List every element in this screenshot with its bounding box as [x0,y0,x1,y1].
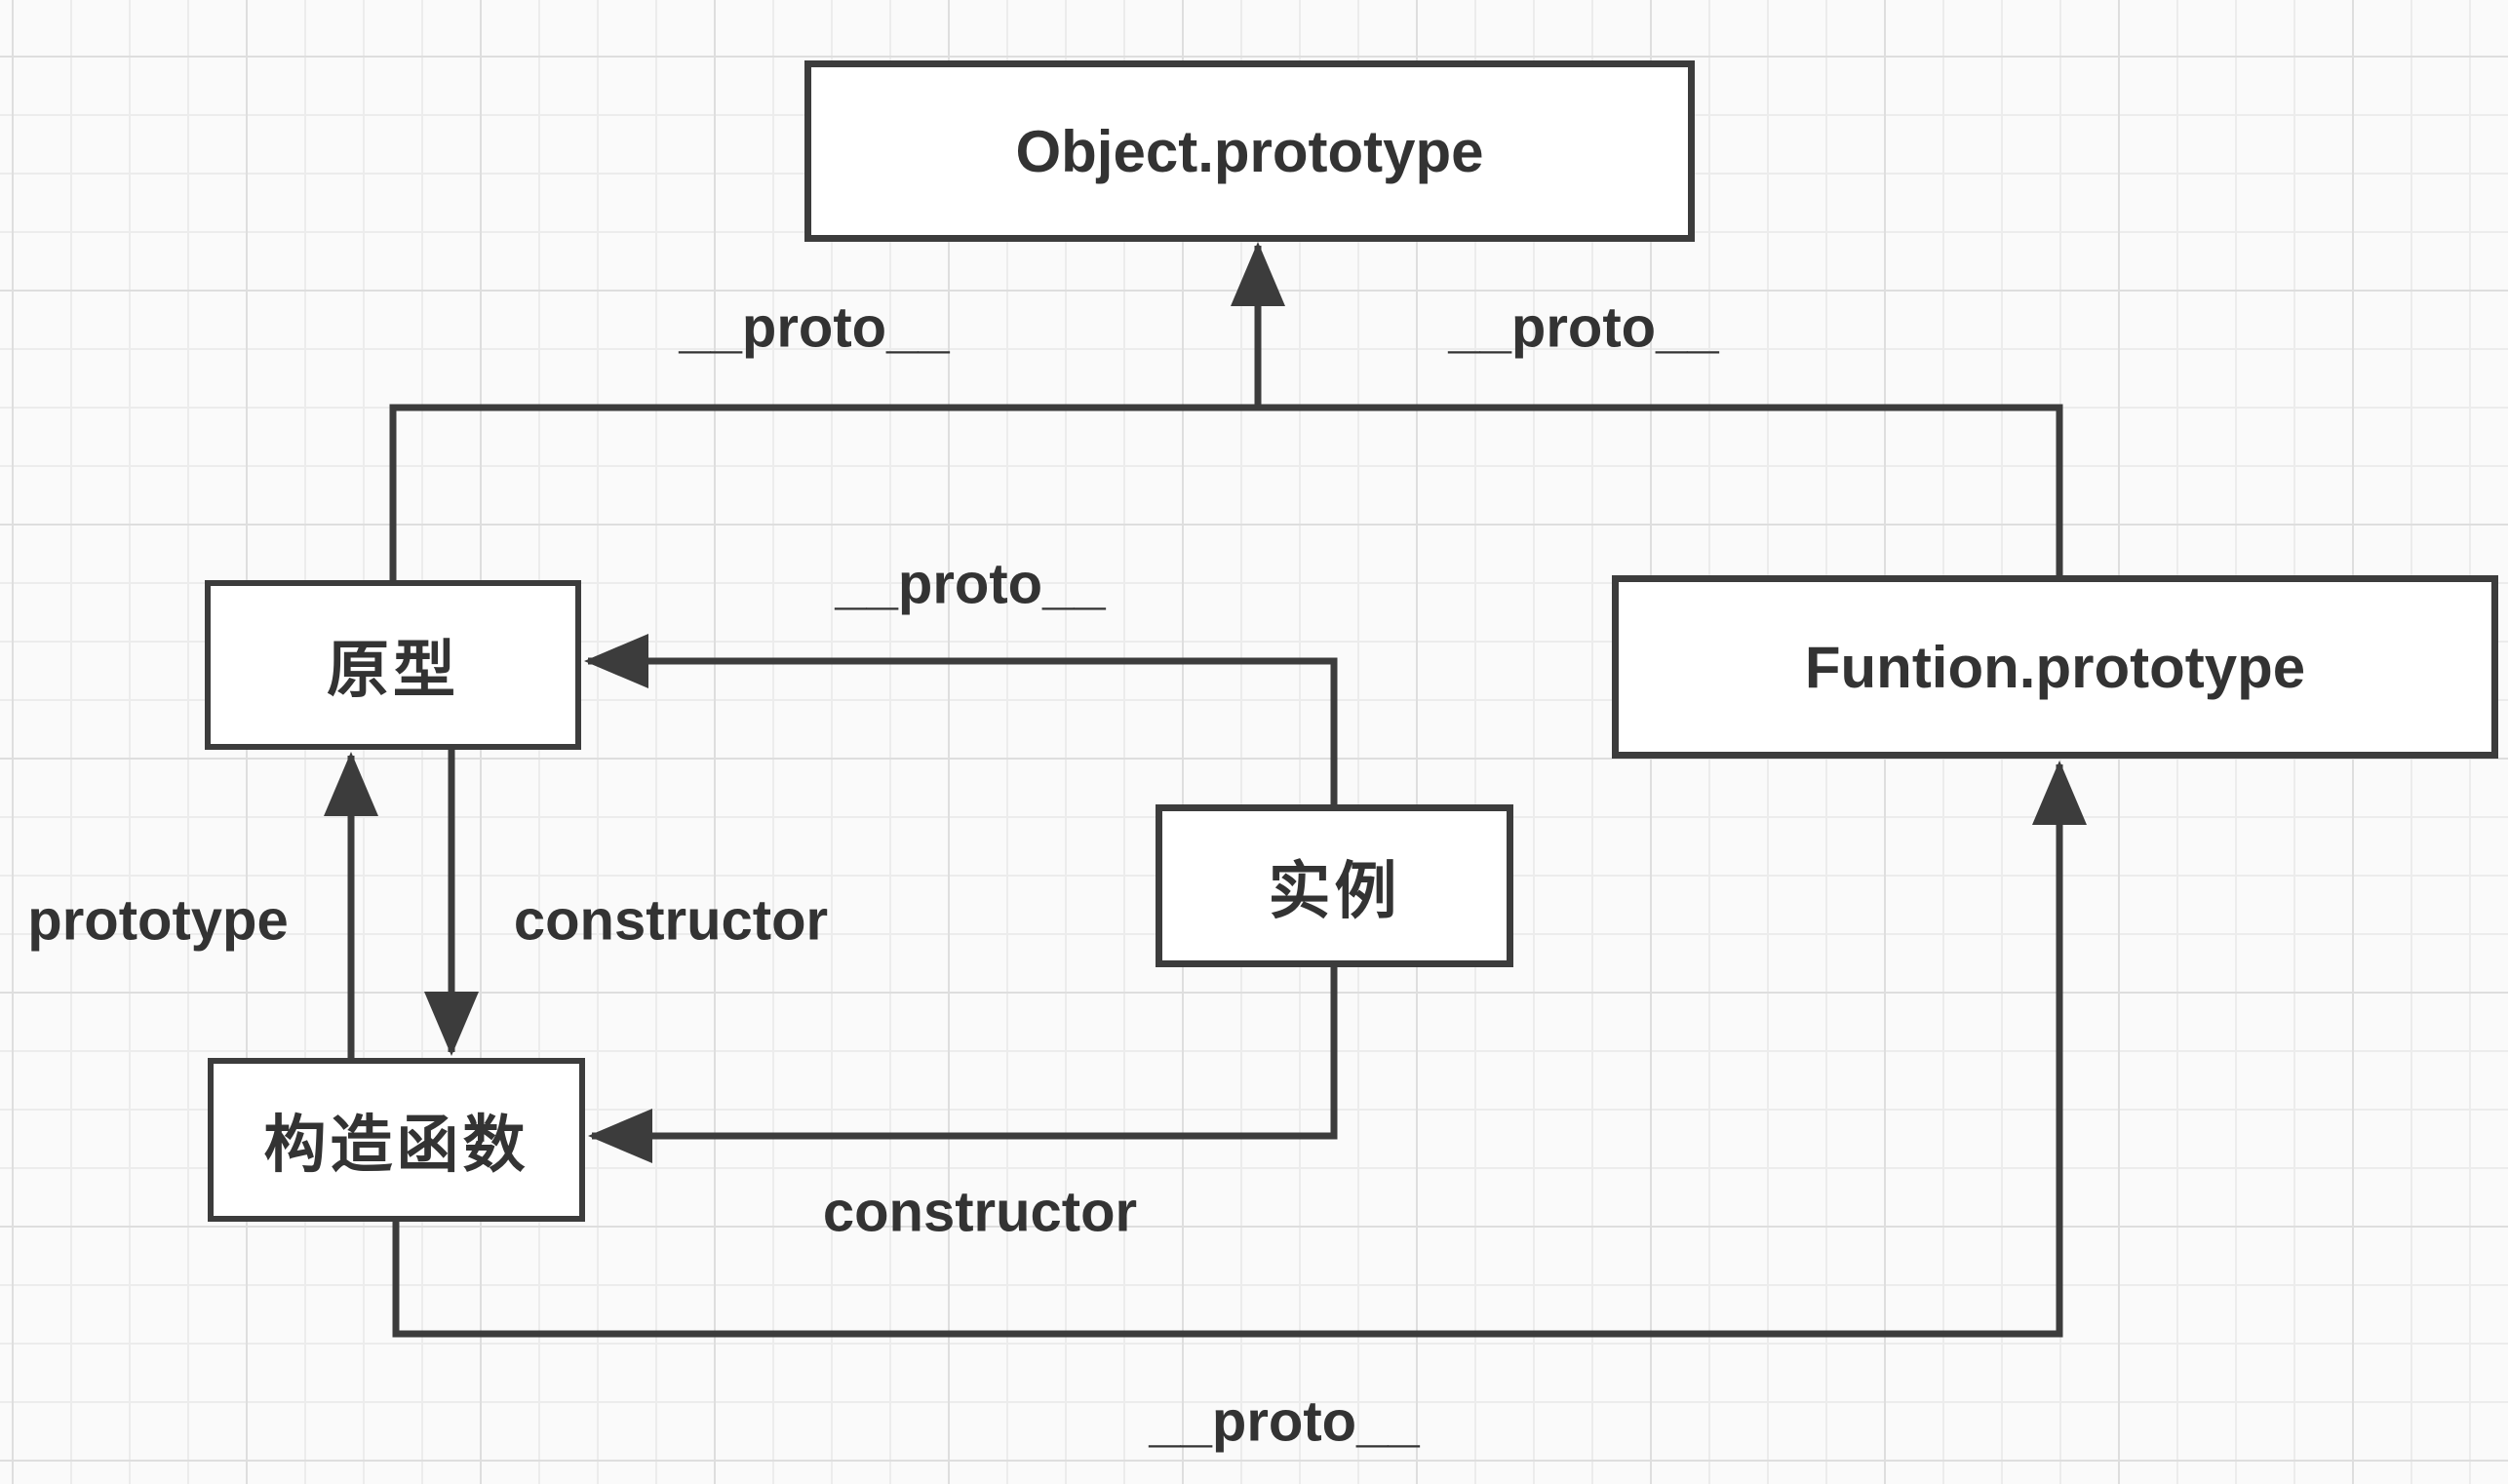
label-proto-top-right: __proto__ [1448,295,1719,360]
label-proto-instance: __proto__ [835,552,1106,616]
node-object-prototype-label: Object.prototype [1015,118,1484,184]
node-constructor-function: 构造函数 [208,1058,585,1222]
node-prototype: 原型 [205,580,581,750]
node-function-prototype: Funtion.prototype [1612,575,2498,759]
node-object-prototype: Object.prototype [804,60,1695,242]
label-proto-top-left: __proto__ [679,295,950,360]
node-prototype-label: 原型 [327,635,459,705]
node-function-prototype-label: Funtion.prototype [1804,634,2306,700]
edge-instance-to-prototype [584,634,1338,804]
node-constructor-function-label: 构造函数 [263,1110,529,1180]
label-constructor-instance: constructor [822,1180,1138,1244]
node-instance: 实例 [1156,804,1513,967]
label-constructor-edge: constructor [513,888,829,953]
label-prototype-edge: prototype [27,888,289,953]
label-proto-bottom: __proto__ [1149,1389,1420,1454]
edge-proto-top-rail [389,404,2063,580]
node-instance-label: 实例 [1268,855,1401,926]
edge-instance-to-constructor [588,967,1338,1163]
